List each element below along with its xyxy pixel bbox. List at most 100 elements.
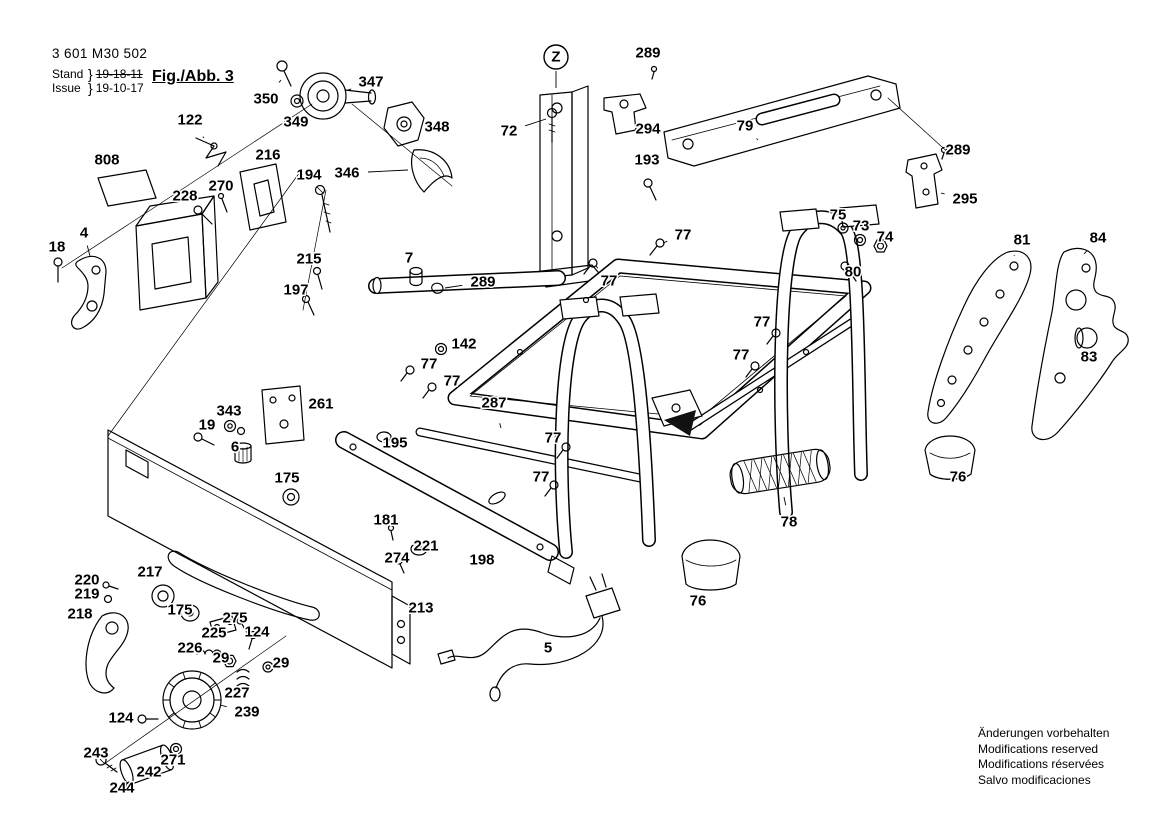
- part-callout-77: 77: [752, 312, 772, 332]
- part-callout-77: 77: [662, 225, 693, 245]
- svg-text:77: 77: [601, 273, 618, 290]
- part-callout-347: 347: [347, 72, 385, 92]
- callout-layer: 3503493473483461222168082282701944182151…: [47, 43, 1108, 798]
- part-callout-175: 175: [166, 600, 194, 620]
- part-callout-343: 343: [215, 401, 243, 421]
- svg-text:348: 348: [424, 119, 449, 136]
- part-callout-29: 29: [211, 648, 231, 668]
- issue-date: 19-10-17: [95, 80, 144, 95]
- stand-label: Stand: [52, 66, 84, 81]
- svg-text:270: 270: [208, 178, 233, 195]
- svg-text:6: 6: [231, 439, 239, 456]
- part-callout-83: 83: [1079, 347, 1099, 367]
- brace: }: [88, 79, 93, 96]
- svg-text:350: 350: [253, 91, 278, 108]
- part-callout-217: 217: [136, 562, 164, 582]
- svg-text:18: 18: [49, 239, 66, 256]
- part-callout-219: 219: [73, 584, 101, 604]
- footer-line-fr: Modifications réservées: [978, 757, 1105, 771]
- part-callout-349: 349: [282, 112, 310, 132]
- part-callout-84: 84: [1083, 228, 1108, 255]
- svg-text:225: 225: [201, 625, 226, 642]
- svg-text:19: 19: [199, 417, 216, 434]
- part-callout-78: 78: [779, 496, 799, 532]
- svg-text:77: 77: [444, 373, 461, 390]
- svg-text:244: 244: [109, 780, 135, 797]
- svg-text:808: 808: [94, 152, 119, 169]
- svg-text:287: 287: [481, 395, 506, 412]
- svg-text:4: 4: [80, 225, 89, 242]
- part-callout-216: 216: [254, 145, 282, 165]
- left-cluster: [53, 137, 444, 330]
- part-callout-19: 19: [197, 415, 217, 435]
- power-cord: [437, 573, 621, 702]
- part-callout-271: 271: [159, 750, 187, 770]
- svg-text:29: 29: [213, 650, 230, 667]
- part-callout-76: 76: [948, 467, 968, 487]
- svg-text:275: 275: [222, 610, 247, 627]
- pivot-bracket: [651, 389, 703, 436]
- part-callout-346: 346: [333, 163, 409, 183]
- part-callout-77: 77: [731, 345, 751, 365]
- svg-text:74: 74: [877, 229, 894, 246]
- part-callout-287: 287: [480, 393, 508, 429]
- svg-text:Z: Z: [551, 49, 560, 66]
- svg-text:198: 198: [469, 552, 494, 569]
- footer-line-en: Modifications reserved: [978, 741, 1099, 756]
- svg-text:77: 77: [754, 314, 771, 331]
- svg-text:346: 346: [334, 165, 359, 182]
- part-callout-142: 142: [450, 334, 478, 354]
- brace: }: [88, 65, 93, 82]
- part-number: 3 601 M30 502: [52, 46, 148, 61]
- figure-label: Fig./Abb. 3: [152, 68, 234, 85]
- svg-text:289: 289: [945, 142, 970, 159]
- svg-text:347: 347: [358, 74, 383, 91]
- svg-text:5: 5: [544, 640, 552, 657]
- part-callout-228: 228: [171, 186, 199, 206]
- legs: [554, 204, 880, 559]
- part-callout-197: 197: [282, 280, 310, 300]
- svg-text:175: 175: [167, 602, 192, 619]
- svg-text:349: 349: [283, 114, 308, 131]
- handle-grip: [729, 448, 831, 495]
- title-block: 3 601 M30 502 Stand } 19-18-11 Issue } 1…: [52, 46, 234, 96]
- part-callout-77: 77: [543, 428, 563, 448]
- part-callout-226: 226: [176, 638, 204, 658]
- part-callout-225: 225: [200, 623, 228, 643]
- small-parts-center: [193, 342, 448, 574]
- part-callout-239: 239: [219, 702, 261, 722]
- top-right-cluster: [603, 65, 948, 282]
- part-callout-274: 274: [383, 548, 412, 568]
- part-callout-270: 270: [207, 176, 235, 196]
- svg-text:261: 261: [308, 396, 333, 413]
- rubber-feet: [681, 435, 976, 591]
- rear-upright: [533, 85, 605, 288]
- screws-77: [400, 238, 781, 497]
- svg-text:228: 228: [172, 188, 197, 205]
- part-callout-76: 76: [688, 591, 708, 611]
- part-callout-198: 198: [468, 550, 496, 570]
- svg-text:221: 221: [413, 538, 438, 555]
- part-callout-348: 348: [423, 117, 451, 137]
- svg-text:77: 77: [733, 347, 750, 364]
- part-callout-122: 122: [176, 110, 205, 139]
- part-callout-244: 244: [108, 778, 137, 798]
- svg-text:73: 73: [853, 218, 870, 235]
- svg-text:197: 197: [283, 282, 308, 299]
- svg-text:77: 77: [545, 430, 562, 447]
- svg-text:72: 72: [501, 123, 518, 140]
- part-callout-295: 295: [940, 189, 979, 209]
- support-bar: [335, 431, 575, 585]
- part-callout-77: 77: [595, 265, 619, 291]
- svg-text:80: 80: [845, 264, 862, 281]
- part-callout-72: 72: [499, 118, 547, 141]
- svg-text:295: 295: [952, 191, 977, 208]
- svg-text:76: 76: [950, 469, 967, 486]
- svg-text:79: 79: [737, 118, 754, 135]
- part-callout-242: 242: [135, 762, 163, 782]
- part-callout-81: 81: [1012, 230, 1032, 257]
- side-plates: [927, 247, 1129, 441]
- part-callout-243: 243: [82, 743, 110, 763]
